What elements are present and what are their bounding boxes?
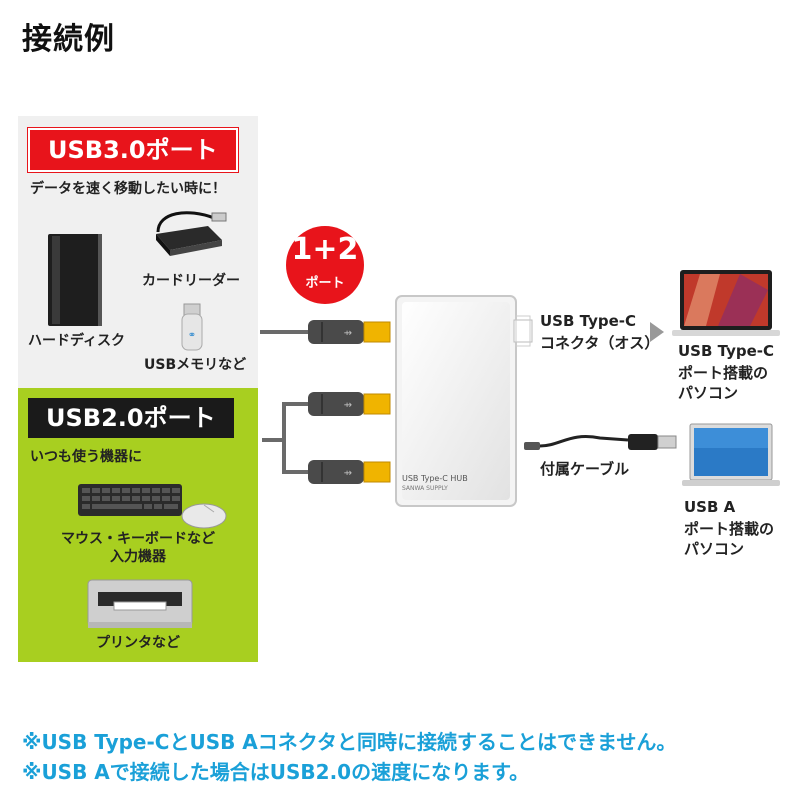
usb2-devices-art [78, 484, 227, 628]
svg-text:⇸: ⇸ [344, 468, 352, 479]
hub-icon [395, 295, 517, 507]
badge-caption: ポート [305, 276, 345, 291]
port-count-badge: 1+2 ポート [286, 226, 364, 304]
hub-brand-text: USB Type-C HUB [402, 474, 468, 483]
mouse-icon [181, 503, 227, 529]
page-title: 接続例 [22, 22, 115, 57]
card-reader-icon [156, 211, 227, 256]
hard-disk-label: ハードディスク [28, 333, 126, 349]
usb2-plug-bottom-icon: ⇸ [308, 460, 391, 484]
usb3-devices-art: ⚭ [48, 211, 227, 351]
input-devices-label: マウス・キーボードなど [61, 531, 215, 547]
type-c-connector-label: USB Type-C [540, 312, 637, 330]
pc-typec-label-1: USB Type-C [678, 342, 775, 360]
usb-memory-label: USBメモリなど [144, 357, 247, 373]
type-c-connector-icon [513, 315, 533, 347]
usb3-description: データを速く移動したい時に！ [30, 181, 226, 197]
laptop-usb-a-icon [682, 423, 780, 486]
note-1: ※USB Type-CとUSB Aコネクタと同時に接続することはできません。 [22, 730, 677, 754]
arrow-right-icon [650, 322, 664, 342]
usb3-panel: USB3.0ポート データを速く移動したい時に！ ⚭ カードリーダー ハードディ… [18, 116, 258, 388]
usb3-plug-icon: ⇸ [308, 320, 391, 344]
usb2-description: いつも使う機器に [30, 449, 142, 465]
keyboard-icon [78, 484, 182, 516]
usb2-panel: USB2.0ポート いつも使う機器に マウス・キーボードなど 入力機器 プリンタ… [18, 388, 258, 662]
usb2-port-label: USB2.0ポート [28, 398, 234, 438]
printer-icon [87, 579, 193, 628]
attached-cable-label: 付属ケーブル [540, 460, 630, 478]
laptop-type-c-icon [672, 270, 780, 336]
type-c-connector-label-2: コネクタ（オス） [540, 334, 660, 352]
svg-text:⇸: ⇸ [344, 328, 352, 339]
usb2-cables [262, 402, 308, 474]
hub-maker-text: SANWA SUPPLY [402, 485, 448, 492]
svg-text:⇸: ⇸ [344, 400, 352, 411]
note-2: ※USB Aで接続した場合はUSB2.0の速度になります。 [22, 760, 530, 784]
usb3-port-label: USB3.0ポート [28, 128, 238, 172]
input-devices-label-2: 入力機器 [110, 549, 166, 565]
pc-typec-label-3: パソコン [678, 384, 739, 402]
pc-typec-label-2: ポート搭載の [678, 364, 769, 382]
badge-number: 1+2 [291, 232, 359, 267]
usb-memory-icon: ⚭ [181, 303, 203, 351]
card-reader-label: カードリーダー [142, 273, 240, 289]
pc-usba-label-2: ポート搭載の [684, 520, 775, 538]
pc-usba-label-3: パソコン [684, 540, 745, 558]
svg-text:⚭: ⚭ [188, 330, 196, 341]
pc-usba-label-1: USB A [684, 498, 736, 516]
attached-cable [524, 434, 677, 450]
printer-label: プリンタなど [96, 635, 180, 651]
hard-disk-icon [48, 234, 102, 326]
usb2-plug-top-icon: ⇸ [308, 392, 391, 416]
